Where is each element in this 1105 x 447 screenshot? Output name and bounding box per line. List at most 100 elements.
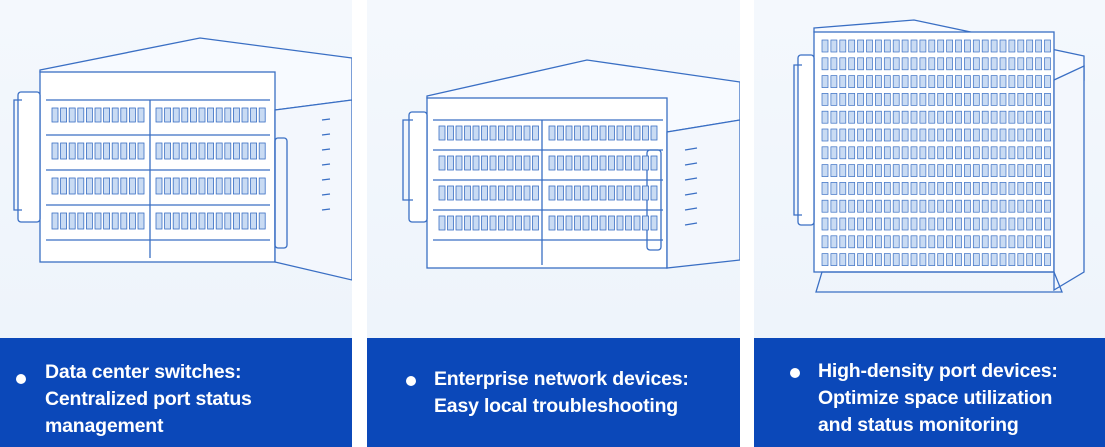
port-icon — [999, 182, 1007, 195]
port-icon — [60, 107, 67, 123]
port-icon — [1044, 110, 1051, 124]
port-icon — [848, 164, 856, 177]
port-icon — [189, 107, 197, 123]
port-icon — [910, 39, 918, 53]
port-icon — [515, 155, 522, 171]
port-icon — [68, 212, 76, 230]
port-icon — [103, 107, 110, 123]
port-icon — [821, 110, 829, 124]
port-icon — [189, 212, 197, 230]
port-icon — [51, 142, 59, 160]
port-icon — [155, 177, 163, 195]
port-icon — [1035, 253, 1042, 266]
port-icon — [1026, 39, 1034, 53]
port-icon — [928, 253, 936, 266]
port-icon — [919, 39, 927, 53]
port-icon — [633, 215, 641, 231]
port-icon — [955, 253, 962, 266]
port-icon — [68, 142, 76, 160]
port-icon — [77, 177, 85, 195]
port-icon — [937, 199, 945, 213]
port-icon — [77, 212, 85, 230]
port-icon — [60, 177, 67, 195]
port-icon — [910, 110, 918, 124]
port-icon — [937, 164, 945, 177]
port-icon — [901, 164, 909, 177]
port-icon — [937, 235, 945, 249]
port-icon — [990, 164, 998, 177]
port-icon — [642, 125, 649, 141]
port-icon — [1017, 146, 1025, 160]
port-icon — [946, 217, 953, 231]
port-icon — [981, 93, 989, 106]
port-icon — [189, 142, 197, 160]
port-icon — [60, 212, 67, 230]
port-icon — [866, 39, 873, 53]
port-icon — [198, 212, 206, 230]
port-icon — [875, 110, 882, 124]
port-icon — [164, 212, 172, 230]
port-icon — [455, 125, 463, 141]
port-icon — [848, 110, 856, 124]
port-icon — [892, 57, 900, 71]
port-icon — [181, 177, 189, 195]
port-icon — [830, 110, 838, 124]
port-icon — [946, 39, 953, 53]
port-icon — [964, 164, 971, 177]
port-icon — [964, 235, 971, 249]
port-icon — [68, 107, 76, 123]
port-icon — [883, 93, 891, 106]
port-icon — [172, 212, 180, 230]
port-icon — [565, 155, 573, 171]
port-icon — [937, 146, 945, 160]
port-icon — [928, 146, 936, 160]
port-icon — [51, 212, 59, 230]
port-icon — [232, 212, 240, 230]
port-icon — [964, 253, 971, 266]
port-icon — [901, 253, 909, 266]
port-icon — [972, 57, 980, 71]
port-icon — [224, 107, 232, 123]
port-icon — [241, 212, 249, 230]
port-icon — [972, 235, 980, 249]
port-icon — [1026, 235, 1034, 249]
port-icon — [830, 164, 838, 177]
port-icon — [120, 142, 128, 160]
port-icon — [1017, 217, 1025, 231]
port-icon — [866, 199, 873, 213]
port-icon — [481, 185, 488, 201]
port-icon — [857, 39, 864, 53]
port-icon — [464, 215, 471, 231]
port-icon — [875, 75, 882, 88]
port-icon — [955, 75, 962, 88]
port-icon — [981, 164, 989, 177]
port-icon — [523, 215, 531, 231]
port-icon — [455, 185, 463, 201]
port-icon — [181, 212, 189, 230]
port-icon — [137, 177, 145, 195]
port-icon — [866, 235, 873, 249]
port-icon — [972, 75, 980, 88]
port-icon — [866, 217, 873, 231]
port-icon — [1026, 182, 1034, 195]
port-icon — [821, 199, 829, 213]
port-icon — [839, 164, 847, 177]
caption-line: Easy local troubleshooting — [434, 395, 679, 417]
port-icon — [866, 57, 873, 71]
port-icon — [1026, 128, 1034, 142]
port-icon — [821, 39, 829, 53]
port-icon — [830, 128, 838, 142]
port-icon — [910, 57, 918, 71]
port-icon — [1035, 182, 1042, 195]
port-icon — [1008, 164, 1016, 177]
port-icon — [999, 199, 1007, 213]
port-icon — [548, 185, 556, 201]
port-icon — [498, 155, 505, 171]
port-icon — [981, 39, 989, 53]
port-icon — [946, 75, 953, 88]
caption-text: Enterprise network devices: Easy local t… — [434, 366, 734, 420]
port-icon — [489, 215, 497, 231]
port-icon — [241, 107, 249, 123]
port-icon — [972, 93, 980, 106]
port-icon — [964, 199, 971, 213]
